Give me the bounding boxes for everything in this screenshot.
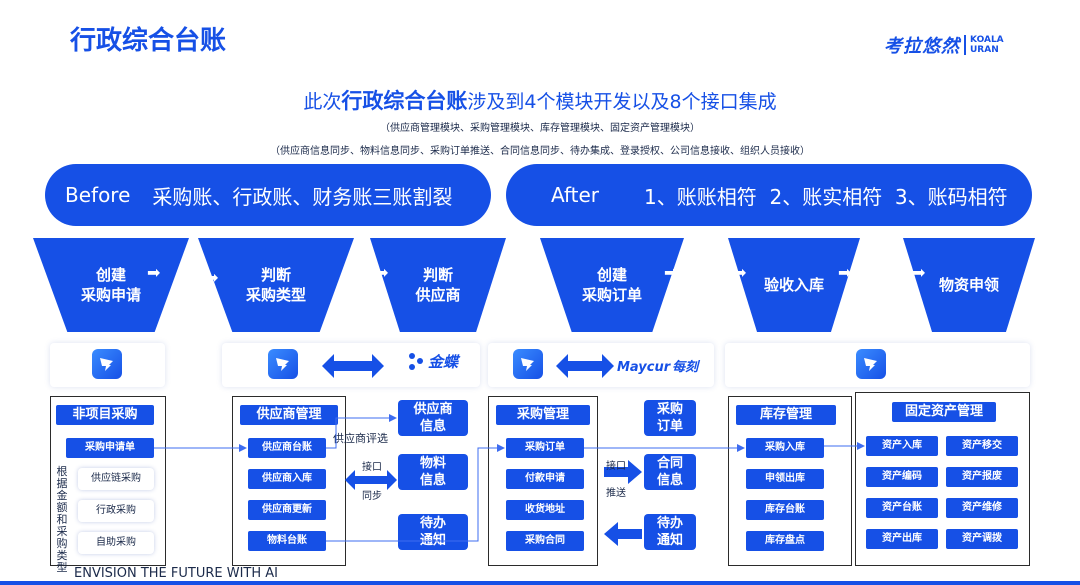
todo-notice-box: 待办 通知: [644, 514, 696, 550]
panel-title: 非项目采购: [56, 405, 154, 425]
funnel-step-5: 验收入库: [728, 238, 860, 332]
push-label: 推送: [606, 488, 626, 499]
module-item[interactable]: 资产出库: [866, 529, 938, 549]
module-item[interactable]: 采购入库: [746, 438, 824, 458]
funnel-step-3: 判断供应商: [370, 238, 506, 332]
panel-title: 供应商管理: [240, 405, 338, 425]
module-item[interactable]: 资产编码: [866, 467, 938, 487]
module-item[interactable]: 资产维修: [946, 498, 1018, 518]
footer-slogan: ENVISION THE FUTURE WITH AI: [74, 566, 278, 581]
interface-label: 接口: [606, 461, 626, 472]
before-banner: Before 采购账、行政账、财务账三账割裂: [45, 164, 491, 226]
dingtalk-icon: [856, 349, 886, 379]
purchase-request-item[interactable]: 采购申请单: [66, 438, 154, 458]
arrow-right-icon: [604, 460, 642, 484]
todo-notice-box: 待办 通知: [398, 514, 468, 550]
funnel-step-4: 创建采购订单: [540, 238, 684, 332]
module-item[interactable]: 资产台账: [866, 498, 938, 518]
dingtalk-icon: [92, 349, 122, 379]
material-info-box: 物料 信息: [398, 454, 468, 490]
logo-divider: [964, 35, 966, 55]
headline: 此次行政综合台账涉及到4个模块开发以及8个接口集成: [303, 89, 777, 113]
type-admin[interactable]: 行政采购: [78, 500, 154, 522]
footer-divider: [0, 581, 1080, 585]
arrow-left-icon: [604, 522, 642, 546]
module-item[interactable]: 资产报废: [946, 467, 1018, 487]
module-item[interactable]: 库存盘点: [746, 531, 824, 551]
funnel-step-6: 物资申领: [903, 238, 1035, 332]
bidirectional-arrow-icon: [322, 354, 384, 378]
module-item[interactable]: 物料台账: [248, 531, 326, 551]
purchase-order-box: 采购 订单: [644, 400, 696, 436]
funnel-step-1: 创建采购申请: [33, 238, 189, 332]
page-title: 行政综合台账: [70, 26, 227, 56]
logo-text-cn: 考拉悠然: [884, 36, 960, 57]
kingdee-logo: 金蝶: [406, 350, 458, 372]
module-item[interactable]: 资产入库: [866, 436, 938, 456]
type-supply-chain[interactable]: 供应链采购: [78, 468, 154, 490]
dingtalk-icon: [513, 349, 543, 379]
arrow-right-icon: ➡: [375, 263, 389, 282]
type-self-service[interactable]: 自助采购: [78, 532, 154, 554]
module-item[interactable]: 供应商台账: [248, 438, 326, 458]
interface-list: （供应商信息同步、物料信息同步、采购订单推送、合同信息同步、待办集成、登录授权、…: [270, 146, 810, 157]
kingdee-icon: [409, 353, 423, 370]
arrow-right-icon: ➡: [664, 263, 678, 282]
panel-title: 固定资产管理: [892, 402, 996, 422]
module-item[interactable]: 采购合同: [506, 531, 584, 551]
contract-info-box: 合同 信息: [644, 454, 696, 490]
module-item[interactable]: 库存台账: [746, 500, 824, 520]
after-banner: After 1、账账相符 2、账实相符 3、账码相符: [506, 164, 1032, 226]
bidirectional-arrow-icon: [556, 354, 614, 378]
interface-label: 接口: [362, 462, 382, 473]
arrow-right-icon: ➡: [838, 263, 852, 282]
arrow-right-icon: ➡: [912, 263, 926, 282]
panel-title: 采购管理: [496, 405, 590, 425]
sync-label: 同步: [362, 491, 382, 502]
module-item[interactable]: 供应商更新: [248, 500, 326, 520]
vertical-label: 根据金额和采购类型: [56, 465, 68, 574]
funnel-step-2: 判断采购类型: [198, 238, 354, 332]
module-list: （供应商管理模块、采购管理模块、库存管理模块、固定资产管理模块）: [380, 123, 700, 134]
module-item[interactable]: 资产移交: [946, 436, 1018, 456]
arrow-right-icon: ➡: [147, 263, 161, 282]
supplier-evaluation-label: 供应商评选: [333, 432, 388, 445]
panel-title: 库存管理: [736, 405, 836, 425]
module-item[interactable]: 供应商入库: [248, 469, 326, 489]
module-item[interactable]: 资产调拨: [946, 529, 1018, 549]
arrow-right-icon: ➡: [733, 263, 747, 282]
module-item[interactable]: 申领出库: [746, 469, 824, 489]
supplier-info-box: 供应商 信息: [398, 400, 468, 436]
dingtalk-icon: [268, 349, 298, 379]
arrow-right-icon: ➡: [205, 268, 219, 287]
module-item[interactable]: 付款申请: [506, 469, 584, 489]
module-item[interactable]: 收货地址: [506, 500, 584, 520]
module-item[interactable]: 采购订单: [506, 438, 584, 458]
